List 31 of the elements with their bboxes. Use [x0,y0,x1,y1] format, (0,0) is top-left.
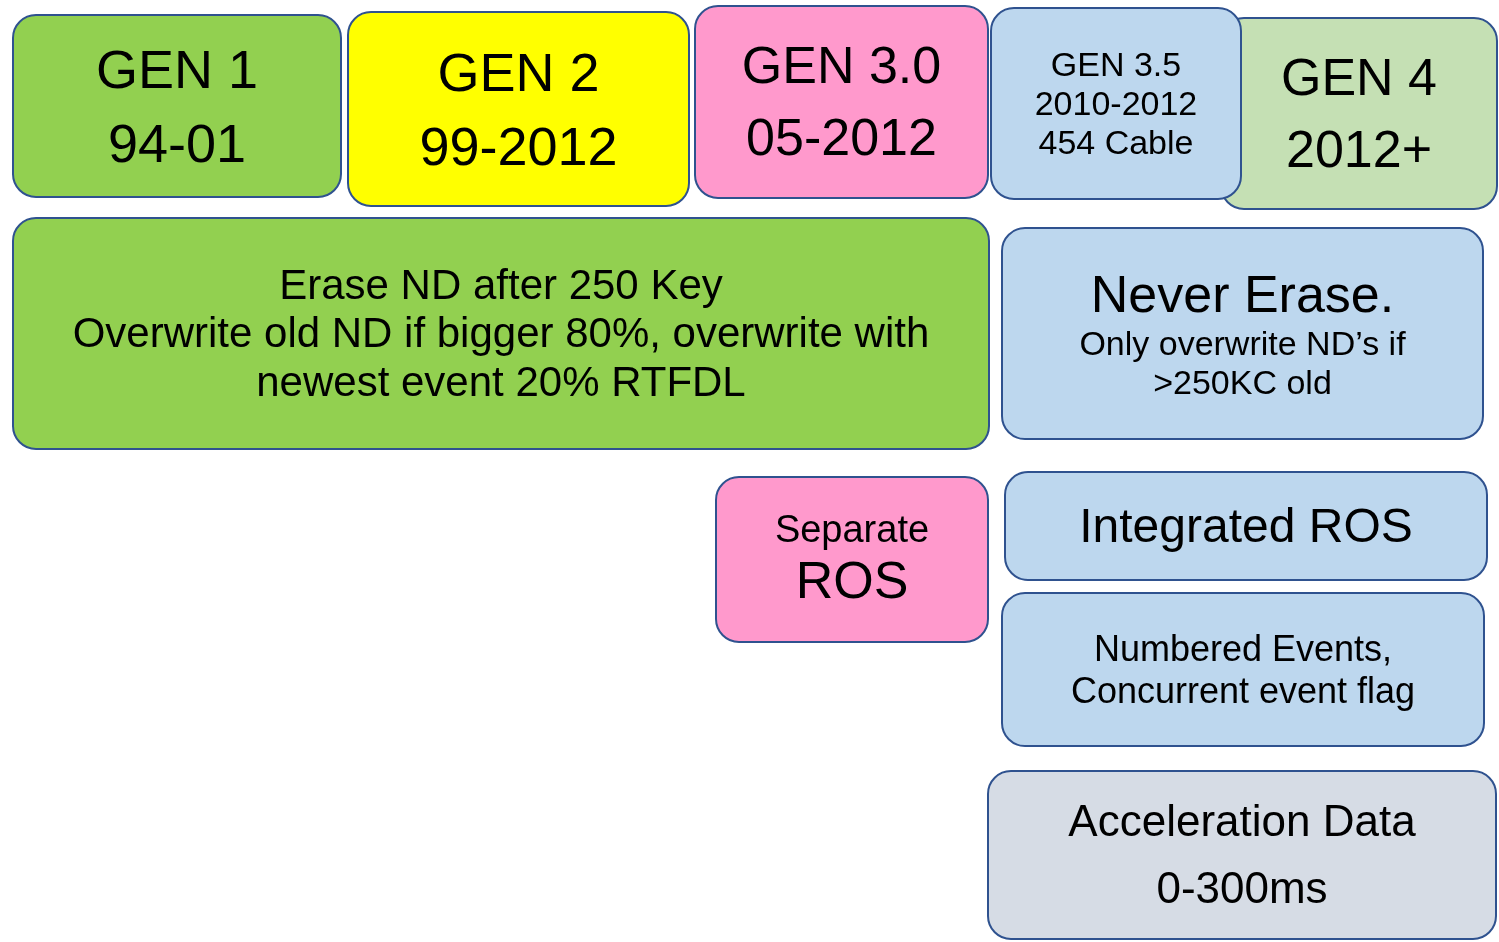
feature-label: Integrated ROS [1079,498,1413,554]
feature-label: Acceleration Data [1068,796,1416,847]
feature-box [715,476,989,643]
generation-heading: GEN 2 [437,40,600,103]
feature-label: Numbered Events, Concurrent event flag [1069,628,1417,711]
generation-heading: GEN 3.0 [741,36,942,96]
date-range: 94-01 [107,112,247,175]
feature-label: ROS [795,551,909,612]
note-heading: Erase ND after 250 Key [279,261,723,310]
feature-label: Separate [774,507,930,552]
time-range: 0-300ms [1156,863,1328,914]
generation-box [12,14,342,198]
feature-box [12,217,990,450]
feature-box [987,770,1497,940]
note-text: Overwrite old ND if bigger 80%, overwrite with newest event 20% RTFDL [71,309,931,406]
note-heading: Never Erase. [1090,264,1395,325]
generation-heading: GEN 1 [95,37,259,100]
generation-heading: GEN 3.5 [1050,44,1182,84]
generation-box [347,11,690,207]
date-range: 2012+ [1285,119,1432,180]
generation-box [694,5,989,199]
generation-box [990,7,1242,200]
generation-heading: GEN 4 [1280,47,1438,108]
feature-box [1001,592,1485,747]
note-text: Only overwrite ND’s if >250KC old [1078,324,1407,403]
date-range: 2010-2012 [1034,83,1198,124]
date-range: 05-2012 [746,108,937,168]
feature-box [1001,227,1484,440]
cable-note: 454 Cable [1038,123,1194,163]
feature-box [1004,471,1488,581]
date-range: 99-2012 [419,115,618,178]
